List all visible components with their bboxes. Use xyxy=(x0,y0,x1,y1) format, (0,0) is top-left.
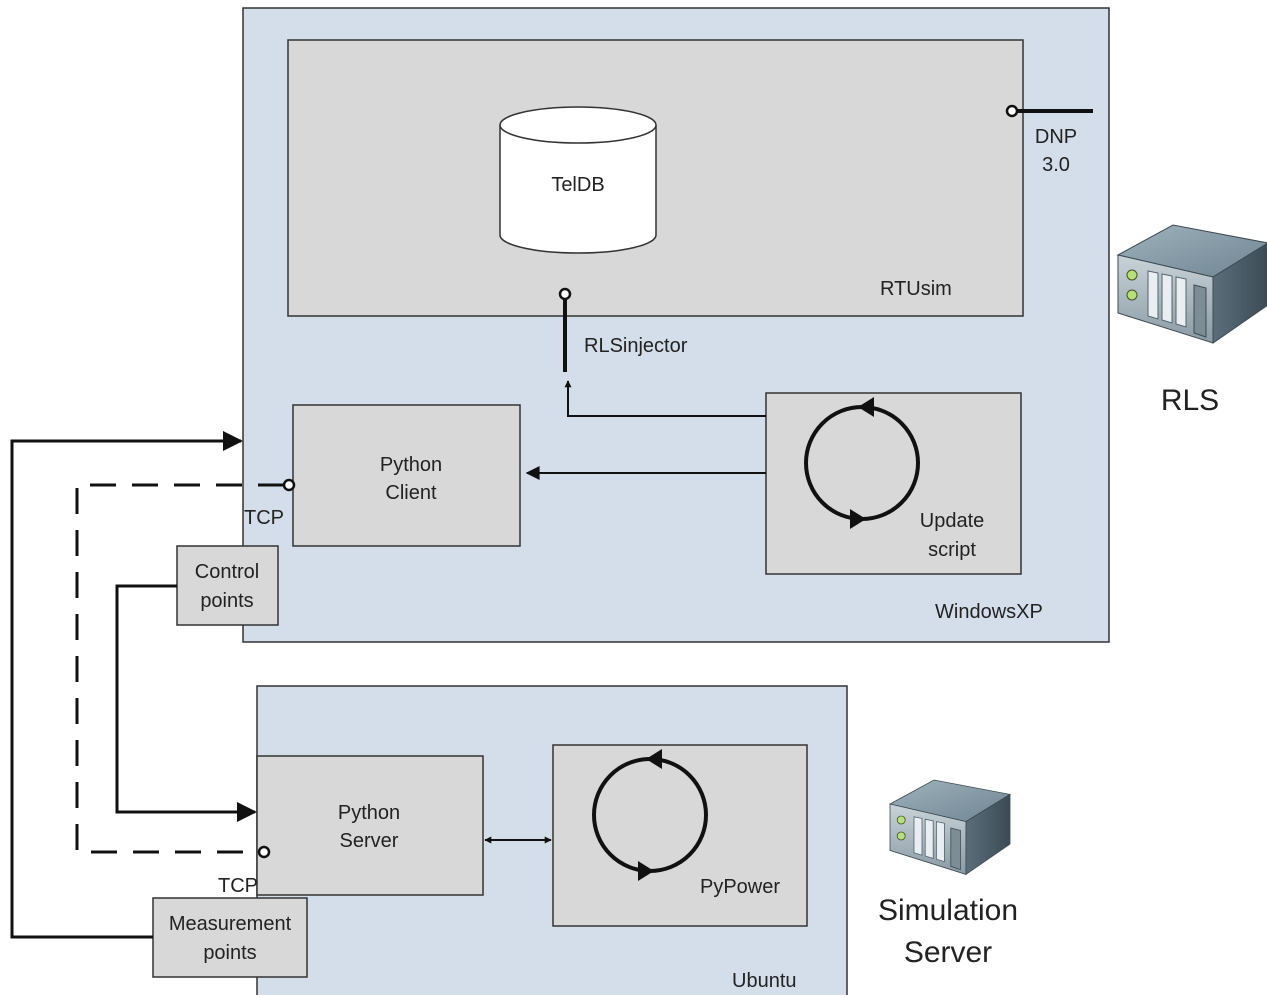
teldb-label: TelDB xyxy=(551,174,604,196)
tcp-server-port: TCP xyxy=(218,845,271,897)
python-server-label-line2: Server xyxy=(340,830,399,852)
teldb-database-icon: TelDB xyxy=(499,106,657,254)
tcp-dashed-link xyxy=(75,483,284,854)
control-points-arrow xyxy=(115,584,257,822)
rls-server-rack-icon xyxy=(1117,224,1267,344)
measurement-points-box: Measurement points xyxy=(152,897,308,978)
rtusim-label: RTUsim xyxy=(880,278,952,300)
windows-xp-label: WindowsXP xyxy=(935,601,1043,623)
update-script-label-line2: script xyxy=(928,539,976,561)
dnp-label-line1: DNP xyxy=(1035,126,1077,148)
python-client-label-line1: Python xyxy=(380,454,442,476)
ubuntu-label: Ubuntu xyxy=(732,970,797,992)
rls-server-group: RLS xyxy=(1117,224,1267,417)
update-script-label-line1: Update xyxy=(920,510,985,532)
python-server-label-line1: Python xyxy=(338,802,400,824)
simulation-server-group: Simulation Server xyxy=(878,779,1018,969)
rls-injector-port: RLSinjector xyxy=(558,287,688,372)
python-client-box: Python Client xyxy=(292,404,521,547)
control-points-label-line2: points xyxy=(200,590,253,612)
measurement-points-label-line2: points xyxy=(203,942,256,964)
update-to-injector-arrow xyxy=(564,380,766,417)
python-server-box: Python Server xyxy=(256,755,484,896)
simulation-server-label-line1: Simulation xyxy=(878,894,1018,927)
simulation-server-label-line2: Server xyxy=(904,936,992,969)
rtusim-box: RTUsim xyxy=(287,39,1024,317)
update-script-box: Update script xyxy=(765,392,1022,575)
pypower-box: PyPower xyxy=(552,744,808,927)
measurement-points-label-line1: Measurement xyxy=(169,913,292,935)
tcp-server-label: TCP xyxy=(218,875,258,897)
tcp-client-port: TCP xyxy=(244,478,296,529)
control-points-box: Control points xyxy=(176,545,279,626)
control-points-label-line1: Control xyxy=(195,561,259,583)
rls-label: RLS xyxy=(1161,384,1219,417)
simulation-server-rack-icon xyxy=(889,779,1011,875)
python-client-label-line2: Client xyxy=(385,482,437,504)
dnp-port: DNP 3.0 xyxy=(1005,104,1093,176)
rls-injector-label: RLSinjector xyxy=(584,335,688,357)
pypower-label: PyPower xyxy=(700,876,780,898)
tcp-client-label: TCP xyxy=(244,507,284,529)
measurement-points-arrow xyxy=(10,431,243,939)
dnp-label-line2: 3.0 xyxy=(1042,154,1070,176)
